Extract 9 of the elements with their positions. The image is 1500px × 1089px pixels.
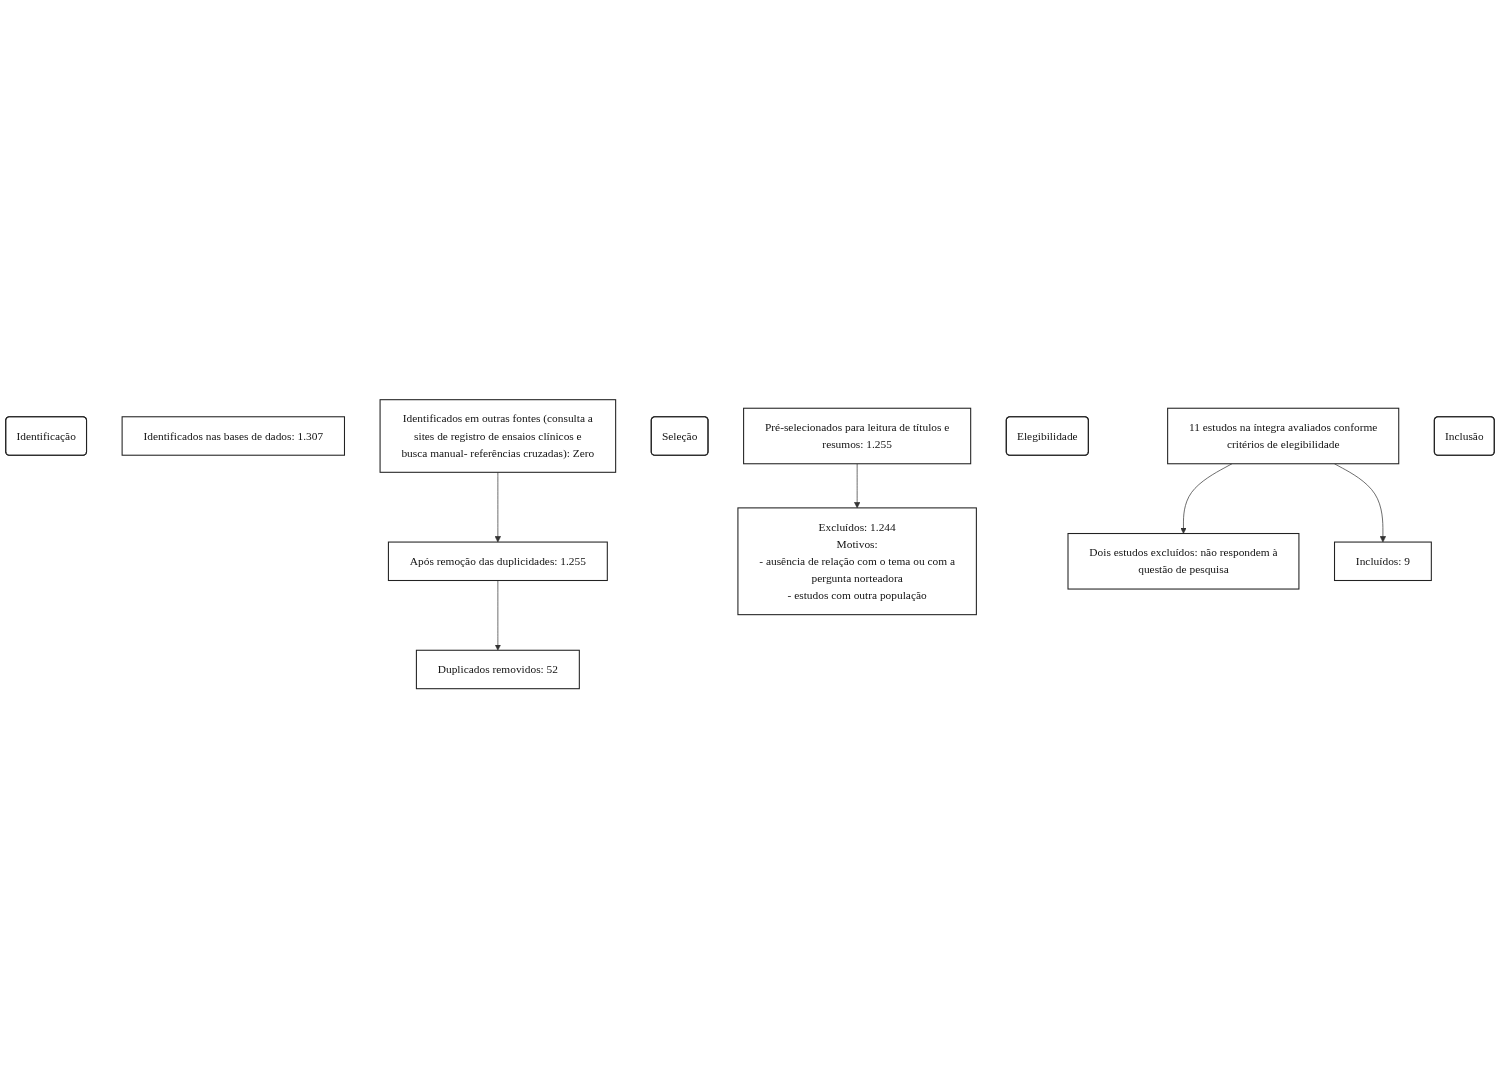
- node-box: [1067, 533, 1300, 590]
- node-box: [387, 541, 608, 582]
- node-box: [737, 507, 977, 616]
- node-box: [743, 408, 972, 465]
- node-box: [379, 399, 617, 474]
- node-box: [415, 650, 580, 690]
- node-box: [1333, 541, 1432, 582]
- node-box: [1167, 408, 1400, 465]
- node-box: [121, 416, 345, 457]
